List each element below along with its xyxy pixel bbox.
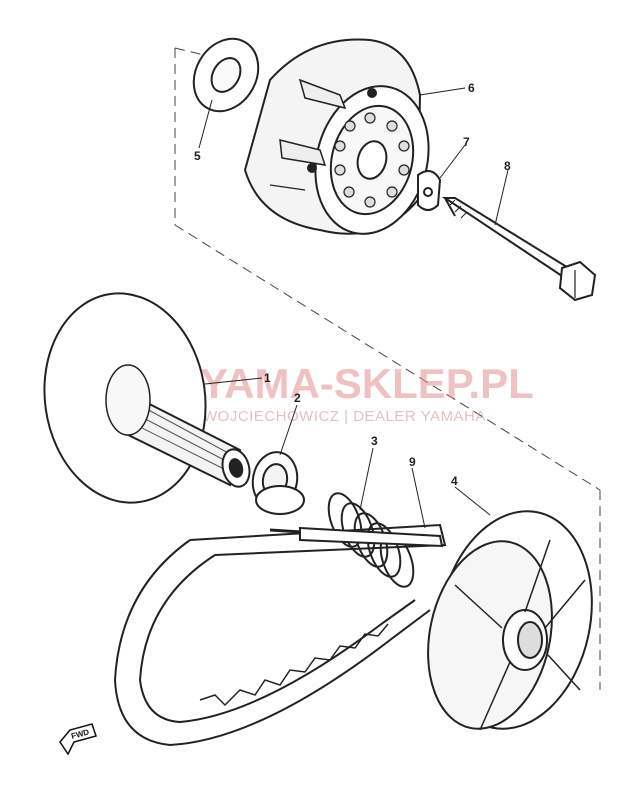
washer-part-5 — [192, 37, 260, 113]
secondary-sheave-part-4 — [427, 510, 593, 731]
plate-part-7 — [417, 170, 442, 211]
watermark-title: YAMA-SKLEP.PL — [200, 360, 534, 407]
spring-part-3 — [327, 492, 415, 588]
callout-8: 8 — [504, 159, 511, 173]
bolt-part-8 — [441, 197, 597, 302]
watermark-subtitle: WOJCIECHOWICZ | DEALER YAMAHA — [203, 408, 486, 425]
callout-9: 9 — [409, 455, 416, 469]
forward-arrow-icon: FWD — [59, 723, 97, 756]
callout-6: 6 — [468, 81, 475, 95]
callout-labels: 1 2 3 4 5 6 7 8 9 — [194, 81, 511, 488]
callout-2: 2 — [294, 391, 301, 405]
callout-7: 7 — [463, 135, 470, 149]
callout-3: 3 — [371, 434, 378, 448]
callout-4: 4 — [451, 474, 458, 488]
callout-5: 5 — [194, 149, 201, 163]
collar-part-2 — [251, 451, 305, 515]
callout-1: 1 — [264, 371, 271, 385]
housing-bolt-holes — [334, 112, 410, 208]
sheave-housing-part-6 — [243, 38, 430, 235]
primary-sheave-part-1 — [43, 292, 251, 504]
drive-belt — [113, 523, 447, 747]
leader-lines — [198, 87, 509, 529]
rod-part-9 — [299, 526, 444, 548]
